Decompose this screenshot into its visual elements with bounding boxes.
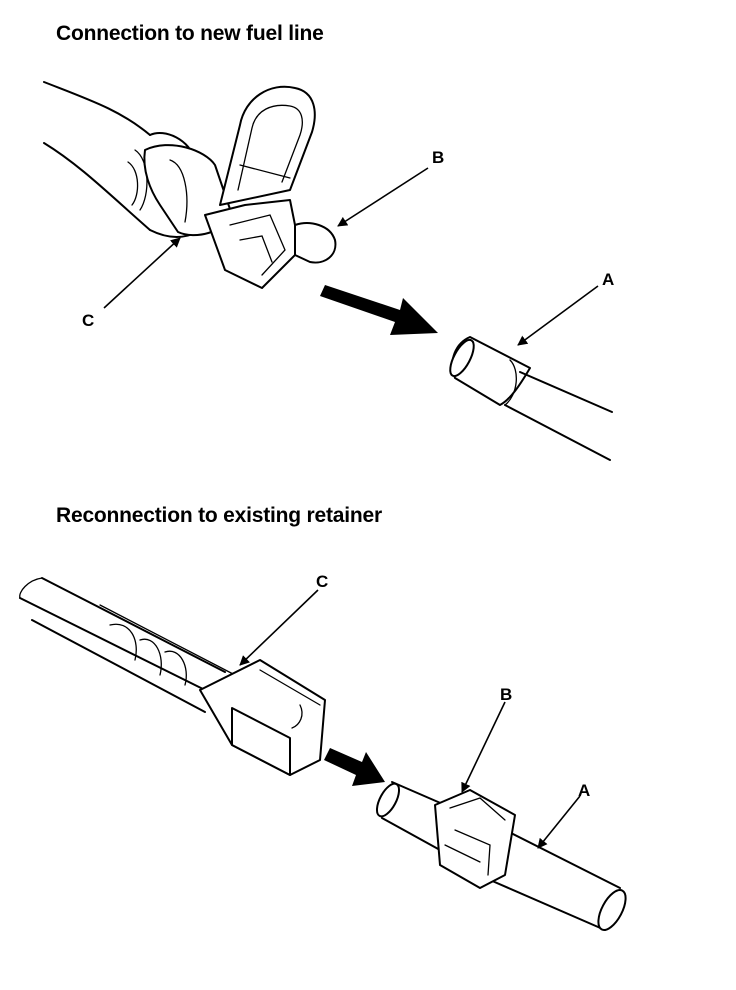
quick-connector-c-bottom xyxy=(199,659,326,776)
leader-bottom-b xyxy=(461,701,506,793)
label-bottom-c: C xyxy=(316,572,328,591)
label-top-c: C xyxy=(82,311,94,330)
bottom-illustration: C B A xyxy=(19,572,627,931)
section-title-new-fuel-line: Connection to new fuel line xyxy=(56,22,324,45)
label-bottom-b: B xyxy=(500,685,512,704)
label-top-a: A xyxy=(602,270,614,289)
leader-bottom-c xyxy=(239,589,319,666)
new-fuel-line-a xyxy=(449,336,613,461)
fuel-hose-bottom xyxy=(19,577,236,713)
direction-arrow-top xyxy=(320,285,438,335)
leader-top-b xyxy=(337,167,429,227)
direction-arrow-bottom xyxy=(324,748,385,786)
top-illustration: B A C xyxy=(43,81,614,461)
section-title-existing-retainer: Reconnection to existing retainer xyxy=(56,504,382,527)
label-bottom-a: A xyxy=(578,781,590,800)
retainer-b xyxy=(434,789,516,889)
leader-top-a xyxy=(517,285,599,346)
leader-bottom-a xyxy=(537,795,581,849)
leader-top-c xyxy=(103,237,181,309)
retainer-tab xyxy=(219,85,316,206)
label-top-b: B xyxy=(432,148,444,167)
quick-connector-c xyxy=(143,144,337,289)
existing-pipe-a xyxy=(375,781,627,931)
